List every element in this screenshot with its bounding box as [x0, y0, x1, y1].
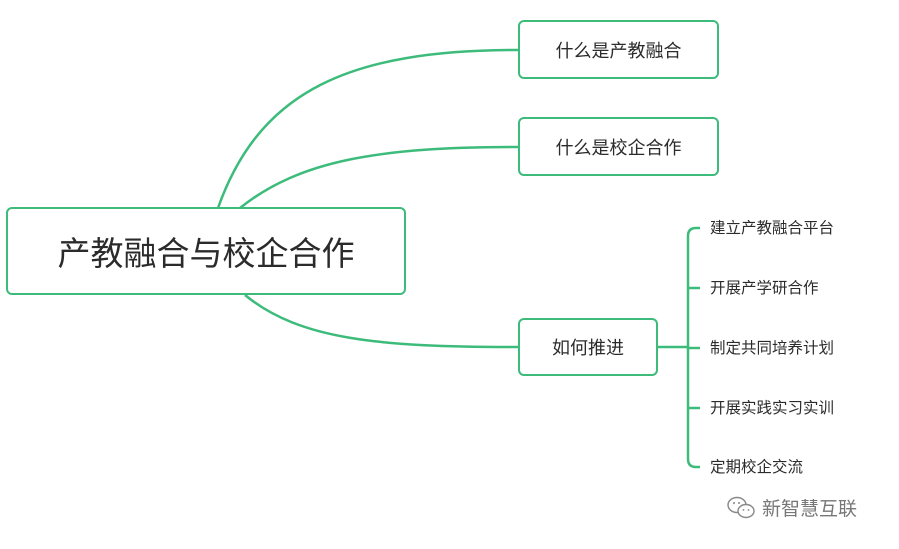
- leaf-node-2[interactable]: 开展产学研合作: [710, 279, 819, 297]
- watermark-text: 新智慧互联: [762, 498, 858, 520]
- leaf-node-5[interactable]: 定期校企交流: [710, 458, 804, 476]
- branch-node-1[interactable]: 什么是产教融合: [518, 20, 719, 79]
- leaf-node-1[interactable]: 建立产教融合平台: [710, 219, 835, 237]
- leaf-node-4[interactable]: 开展实践实习实训: [710, 399, 835, 417]
- link-root-to-branch-1: [216, 48, 519, 209]
- watermark: 新智慧互联: [726, 494, 857, 521]
- leaf-node-3[interactable]: 制定共同培养计划: [710, 339, 835, 357]
- branch-label: 什么是校企合作: [555, 137, 682, 159]
- root-label: 产教融合与校企合作: [57, 234, 355, 273]
- branch-node-2[interactable]: 什么是校企合作: [518, 117, 719, 176]
- root-node[interactable]: 产教融合与校企合作: [6, 207, 406, 295]
- branch-label: 什么是产教融合: [555, 40, 682, 62]
- link-root-to-branch-3: [244, 294, 519, 349]
- link-root-to-branch-2: [239, 145, 519, 209]
- wechat-icon: [727, 496, 755, 518]
- branch-label: 如何推进: [552, 338, 624, 359]
- branch-node-3[interactable]: 如何推进: [518, 318, 658, 376]
